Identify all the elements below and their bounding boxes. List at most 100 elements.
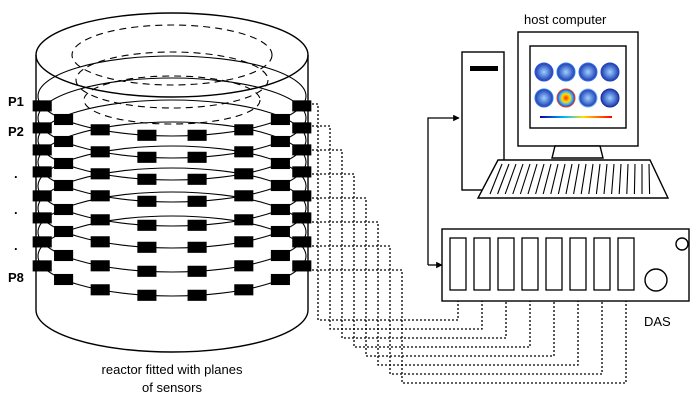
keyboard-key-line bbox=[504, 163, 517, 195]
keyboard bbox=[476, 159, 670, 199]
das-channel-module bbox=[473, 237, 491, 291]
sensor-cable bbox=[308, 197, 558, 357]
sensor-plane bbox=[32, 145, 312, 231]
sensor-electrode bbox=[270, 225, 290, 238]
sensor-electrode bbox=[187, 219, 207, 231]
sensor-electrode bbox=[54, 273, 74, 286]
sensor-electrode bbox=[187, 289, 207, 301]
sensor-electrode bbox=[234, 260, 254, 272]
sensor-electrode bbox=[270, 157, 290, 170]
sensor-cable bbox=[308, 245, 606, 375]
tomogram-image bbox=[578, 88, 598, 108]
keyboard-key-line bbox=[489, 163, 503, 195]
sensor-electrode bbox=[292, 144, 312, 156]
sensor-electrode bbox=[234, 236, 254, 248]
inner-contour bbox=[83, 75, 261, 125]
sensor-electrode bbox=[270, 179, 290, 192]
sensor-plane bbox=[32, 55, 312, 141]
data-links bbox=[427, 114, 460, 269]
reactor-bottom-rim bbox=[35, 309, 309, 353]
sensor-electrode bbox=[137, 265, 157, 277]
sensor-electrode bbox=[32, 166, 52, 178]
inner-contour bbox=[71, 24, 273, 86]
plane-label-dot-2: . bbox=[14, 202, 18, 217]
sensor-cables bbox=[308, 103, 630, 384]
computer-drive-slot bbox=[470, 66, 498, 71]
sensor-planes bbox=[32, 55, 312, 301]
keyboard-key-line bbox=[626, 163, 629, 195]
sensor-electrode bbox=[54, 179, 74, 192]
sensor-plane-ring bbox=[37, 55, 307, 137]
keyboard-key-line bbox=[588, 163, 594, 195]
tomogram-image bbox=[600, 88, 620, 108]
das-unit bbox=[441, 228, 690, 302]
sensor-plane bbox=[32, 167, 312, 253]
sensor-electrode bbox=[187, 129, 207, 141]
plane-labels: P1 P2 . . . P8 bbox=[8, 94, 24, 285]
das-channel-module bbox=[593, 237, 611, 291]
das-label: DAS bbox=[644, 314, 671, 329]
sensor-electrode bbox=[54, 157, 74, 170]
keyboard-key-line bbox=[565, 163, 573, 195]
sensor-cable bbox=[308, 125, 486, 330]
sensor-electrode bbox=[270, 249, 290, 262]
sensor-electrode bbox=[32, 144, 52, 156]
das-channel-module bbox=[497, 237, 515, 291]
sensor-electrode bbox=[234, 190, 254, 202]
sensor-electrode bbox=[234, 284, 254, 296]
sensor-electrode bbox=[292, 122, 312, 134]
sensor-electrode bbox=[137, 241, 157, 253]
das-knob-small bbox=[675, 237, 689, 251]
tomogram-image bbox=[556, 62, 576, 82]
sensor-plane bbox=[32, 215, 312, 301]
keyboard-key-line bbox=[611, 163, 615, 195]
sensor-electrode bbox=[54, 135, 74, 148]
plane-label-dot-1: . bbox=[14, 166, 18, 181]
sensor-plane bbox=[32, 191, 312, 277]
tomogram-image bbox=[556, 88, 576, 108]
sensor-electrode bbox=[137, 289, 157, 301]
keyboard-key-line bbox=[542, 163, 552, 195]
plane-label-p2: P2 bbox=[8, 124, 24, 139]
sensor-plane bbox=[32, 99, 312, 185]
sensor-electrode bbox=[137, 173, 157, 185]
sensor-electrode bbox=[32, 190, 52, 202]
sensor-electrode bbox=[54, 203, 74, 216]
keyboard-key-line bbox=[519, 163, 531, 195]
sensor-electrode bbox=[90, 214, 110, 226]
sensor-electrode bbox=[54, 225, 74, 238]
sensor-electrode bbox=[54, 113, 74, 126]
sensor-electrode bbox=[270, 203, 290, 216]
sensor-electrode bbox=[187, 265, 207, 277]
sensor-electrode bbox=[32, 260, 52, 272]
sensor-plane-ring bbox=[37, 99, 307, 181]
tomogram-image bbox=[578, 62, 598, 82]
sensor-plane-ring bbox=[37, 77, 307, 159]
sensor-electrode bbox=[292, 212, 312, 224]
sensor-plane-ring bbox=[37, 215, 307, 297]
sensor-electrode bbox=[90, 284, 110, 296]
sensor-electrode bbox=[137, 129, 157, 141]
tomogram-images bbox=[534, 62, 620, 108]
reactor-inner-contours bbox=[71, 24, 273, 125]
keyboard-key-line bbox=[535, 163, 545, 195]
sensor-electrode bbox=[292, 166, 312, 178]
sensor-electrode bbox=[32, 100, 52, 112]
plane-label-dot-3: . bbox=[14, 238, 18, 253]
sensor-plane-ring bbox=[37, 121, 307, 203]
plane-label-p8: P8 bbox=[8, 270, 24, 285]
inner-contour bbox=[75, 51, 269, 109]
keyboard-key-line bbox=[497, 163, 510, 195]
monitor-screen bbox=[529, 45, 627, 129]
keyboard-key-line bbox=[527, 163, 538, 195]
das-channel-module bbox=[617, 237, 635, 291]
tomogram-image bbox=[534, 88, 554, 108]
sensor-electrode bbox=[270, 135, 290, 148]
sensor-electrode bbox=[234, 214, 254, 226]
sensor-cable bbox=[308, 221, 582, 366]
sensor-electrode bbox=[90, 260, 110, 272]
keyboard-key-line bbox=[603, 163, 608, 195]
sensor-electrode bbox=[292, 260, 312, 272]
das-channels bbox=[449, 237, 635, 291]
